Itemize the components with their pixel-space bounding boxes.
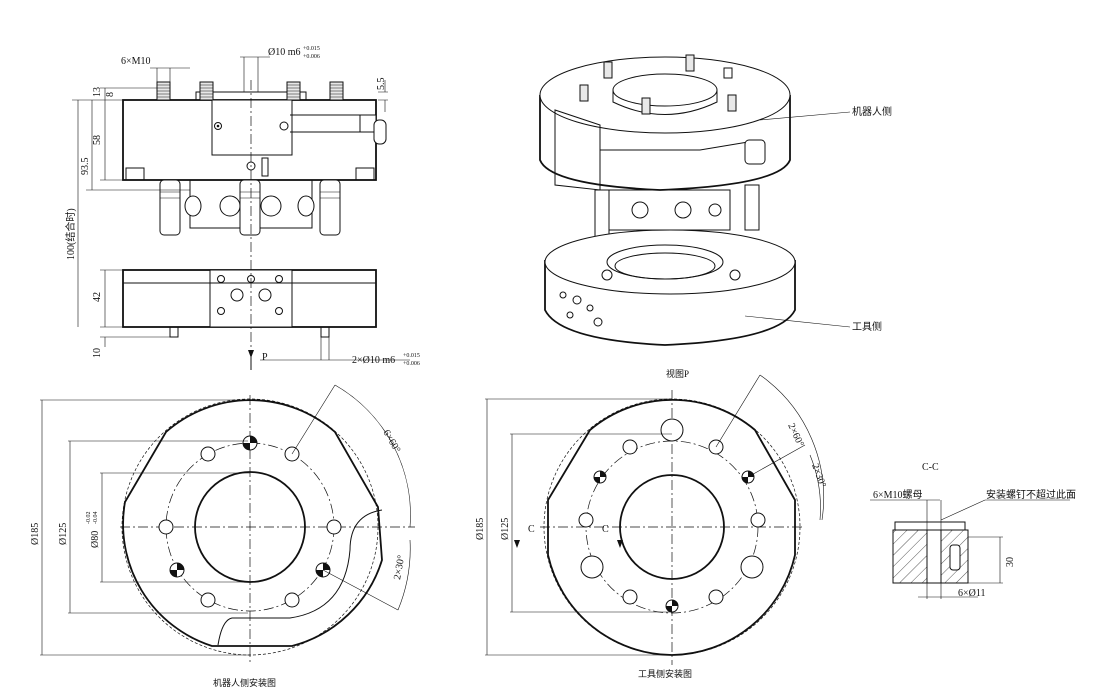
bottom-pin-tol-lower: +0.006 [403,361,420,367]
section-arrow-icon [617,540,623,548]
robot-mount-caption: 机器人侧安装图 [213,677,276,688]
hole-label: 6×Ø11 [958,588,986,599]
pin-label: Ø10 m6 [268,47,301,58]
robot-side-label: 机器人侧 [852,105,892,118]
view-p-label: P [262,352,268,363]
bottom-pin-tol-upper: +0.015 [403,353,420,359]
iso-view: 机器人侧 工具侧 视图P [539,54,892,379]
dim-93-5: 93.5 [80,158,91,176]
dim-30: 30 [1005,557,1016,567]
dim-42: 42 [92,292,103,302]
side-view: 6×M10 Ø10 m6 +0.015 +0.006 13 8 5.5 58 9… [64,46,420,370]
pin-tol-upper: +0.015 [303,46,320,52]
section-arrow-icon [514,540,520,548]
tool-angle-2x30-label: 2×30° [809,462,828,489]
bolt-holes [158,435,342,608]
tool-mount-view: Ø185 Ø125 C C 2×60° 2×30° 工具侧安装图 [475,374,828,679]
dia-185-label: Ø185 [30,523,41,545]
threaded-studs [156,81,344,101]
tool-side-label: 工具侧 [852,320,882,333]
dim-100: 100(结合时) [64,208,77,260]
dim-58: 58 [92,135,103,145]
tool-dia-185-label: Ø185 [475,518,486,540]
tool-dia-125-label: Ø125 [500,518,511,540]
section-title: C-C [922,462,939,473]
view-p-caption: 视图P [666,368,689,379]
dim-8: 8 [105,92,116,97]
robot-mount-view: Ø185 Ø125 Ø80 -0.02 -0.04 6×60° 2×30° 机器… [30,384,415,688]
dim-13: 13 [92,87,103,97]
bore-tol-lower: -0.04 [93,512,99,525]
tool-mount-caption: 工具侧安装图 [638,668,692,679]
dia-80-label: Ø80 [90,531,101,548]
connector-icon [373,119,387,145]
alignment-pin [319,179,341,236]
section-mark-right: C [602,524,609,535]
alignment-pin [239,179,261,236]
angle-6x60-label: 6×60° [380,428,402,455]
bore-tol-upper: -0.02 [86,512,92,525]
thread-label: 6×M10 [121,56,151,67]
bottom-pin-label: 2×Ø10 m6 [352,355,395,366]
install-note: 安装螺钉不超过此面 [986,488,1076,501]
angle-2x60-label: 2×60° [785,422,805,449]
section-cc: C-C 6×M10螺母 安装螺钉不超过此面 30 6×Ø11 [870,462,1076,599]
dim-5-5: 5.5 [376,78,387,91]
pin-tol-lower: +0.006 [303,54,320,60]
dim-10: 10 [92,348,103,358]
alignment-pin [159,179,181,236]
nut-label: 6×M10螺母 [873,489,923,501]
dia-125-label: Ø125 [58,523,69,545]
angle-2x30-label: 2×30° [392,554,407,580]
section-mark-left: C [528,524,535,535]
